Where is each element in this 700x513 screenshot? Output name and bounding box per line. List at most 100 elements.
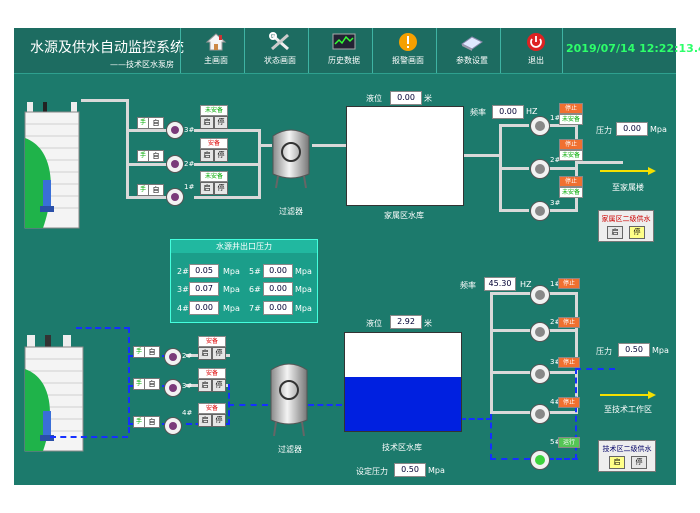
top-water-tank — [346, 106, 464, 206]
nav-parameter-settings[interactable]: 参数设置 — [444, 30, 500, 72]
set-pressure-value[interactable]: 0.50 — [394, 463, 426, 477]
unit-label: Mpa — [223, 304, 240, 313]
auto-mode-toggle[interactable]: 自 — [144, 346, 160, 358]
pump-start-button[interactable]: 启 — [200, 149, 214, 162]
well-pump-2[interactable] — [166, 155, 184, 173]
pipe — [548, 329, 578, 332]
scada-screen: 水源及供水自动监控系统 ——技术区水泵房 主画面 状态画面 历史数据 报警画面 … — [14, 28, 700, 485]
alarm-icon — [399, 33, 417, 51]
nav-divider — [180, 28, 181, 73]
panel-title: 技术区二级供水 — [602, 445, 652, 453]
row-label: 7# — [249, 304, 261, 313]
pipe — [126, 163, 176, 166]
unit-label: Mpa — [295, 267, 312, 276]
auto-mode-toggle[interactable]: 自 — [144, 416, 160, 428]
pipe — [499, 124, 529, 127]
pipe — [575, 368, 577, 460]
well-pump-4[interactable] — [164, 417, 182, 435]
supply-stop-button[interactable]: 停 — [631, 456, 647, 469]
pump-mode-tag: 未安备 — [559, 150, 583, 161]
pipe — [548, 371, 578, 374]
nav-divider — [308, 28, 309, 73]
pump-start-button[interactable]: 启 — [198, 347, 212, 360]
well-pump-3[interactable] — [166, 121, 184, 139]
unit-label: Mpa — [223, 285, 240, 294]
nav-divider — [244, 28, 245, 73]
well-pump-2[interactable] — [164, 348, 182, 366]
booster-pump-4[interactable] — [530, 404, 550, 424]
pipe — [499, 209, 529, 212]
nav-label: 退出 — [528, 56, 544, 65]
pipe — [460, 418, 492, 420]
pump-stop-button[interactable]: 停 — [212, 379, 226, 392]
nav-alarm-screen[interactable]: 报警画面 — [380, 30, 436, 72]
bottom-level-value: 2.92 — [390, 315, 422, 329]
pipe — [126, 196, 176, 199]
bottom-outlet-label: 至技术工作区 — [604, 405, 652, 414]
top-freq-unit: HZ — [526, 107, 538, 116]
bottom-supply-control-panel: 技术区二级供水 启 停 — [598, 440, 656, 472]
pump-start-button[interactable]: 启 — [200, 182, 214, 195]
pump-stop-button[interactable]: 停 — [212, 414, 226, 427]
pump-start-button[interactable]: 启 — [198, 414, 212, 427]
pipe — [490, 371, 530, 374]
row-label: 3# — [177, 285, 189, 294]
unit-label: Mpa — [295, 285, 312, 294]
unit-label: Mpa — [223, 267, 240, 276]
supply-start-button[interactable]: 启 — [607, 226, 623, 239]
top-outlet-label: 至家属楼 — [612, 183, 644, 192]
pump-number: 4# — [182, 409, 193, 417]
pipe — [499, 167, 529, 170]
auto-mode-toggle[interactable]: 自 — [148, 184, 164, 196]
nav-exit[interactable]: 退出 — [508, 30, 564, 72]
pump-number: 3# — [550, 358, 561, 366]
nav-history-data[interactable]: 历史数据 — [316, 30, 372, 72]
well-pump-3[interactable] — [164, 379, 182, 397]
booster-pump-1[interactable] — [530, 285, 550, 305]
nav-main-screen[interactable]: 主画面 — [188, 30, 244, 72]
arrow-right-icon — [600, 167, 656, 175]
well-pump-1[interactable] — [166, 188, 184, 206]
hand-mode-toggle[interactable]: 手 — [133, 378, 145, 390]
pump-status-tag: 安备 — [198, 368, 226, 379]
pump-state-tag: 停止 — [559, 103, 583, 114]
booster-pump-3[interactable] — [530, 364, 550, 384]
pipe — [490, 292, 530, 295]
tools-icon — [269, 32, 289, 51]
top-level-value: 0.00 — [390, 91, 422, 105]
booster-pump-5[interactable] — [530, 450, 550, 470]
supply-stop-button[interactable]: 停 — [629, 226, 645, 239]
pump-status-tag: 未安备 — [200, 105, 228, 116]
nav-status-screen[interactable]: 状态画面 — [252, 30, 308, 72]
nav-divider — [500, 28, 501, 73]
pump-stop-button[interactable]: 停 — [214, 149, 228, 162]
nav-divider — [436, 28, 437, 73]
row-label: 4# — [177, 304, 189, 313]
booster-pump-2[interactable] — [530, 322, 550, 342]
pipe — [490, 329, 530, 332]
pipe — [194, 163, 258, 166]
booster-pump-1[interactable] — [530, 116, 550, 136]
header-bar: 水源及供水自动监控系统 ——技术区水泵房 主画面 状态画面 历史数据 报警画面 … — [14, 28, 700, 74]
pressure-value: 0.00 — [189, 301, 219, 315]
booster-pump-2[interactable] — [530, 159, 550, 179]
pump-stop-button[interactable]: 停 — [214, 182, 228, 195]
pump-stop-button[interactable]: 停 — [214, 116, 228, 129]
nav-label: 报警画面 — [392, 56, 424, 65]
pipe — [490, 411, 530, 414]
pump-status-tag: 安备 — [200, 138, 228, 149]
nav-label: 状态画面 — [264, 56, 296, 65]
booster-pump-3[interactable] — [530, 201, 550, 221]
auto-mode-toggle[interactable]: 自 — [144, 378, 160, 390]
pump-status-tag: 安备 — [198, 403, 226, 414]
pump-stop-button[interactable]: 停 — [212, 347, 226, 360]
bottom-well-building — [24, 335, 84, 452]
top-level-unit: 米 — [424, 94, 432, 103]
pump-start-button[interactable]: 启 — [200, 116, 214, 129]
auto-mode-toggle[interactable]: 自 — [148, 150, 164, 162]
pump-start-button[interactable]: 启 — [198, 379, 212, 392]
pump-mode-tag: 未安备 — [559, 187, 583, 198]
supply-start-button[interactable]: 启 — [609, 456, 625, 469]
auto-mode-toggle[interactable]: 自 — [148, 117, 164, 129]
panel-title: 家属区二级供水 — [601, 215, 651, 223]
